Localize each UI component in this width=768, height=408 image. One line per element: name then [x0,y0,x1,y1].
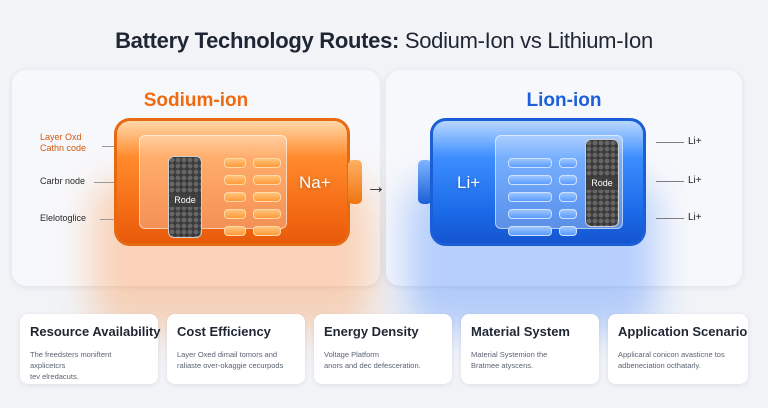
card-text: Applicaral conicon avasticne tos adbenec… [618,349,738,371]
lithium-layer [559,158,577,168]
sodium-layer [224,158,246,168]
li-label-1: Li+ [688,136,702,147]
lithium-ion-panel: Lion-ion Li+ Rode Li+ Li+ Li+ [386,70,742,330]
carbon-leader-line [94,182,132,183]
card-line: Bratmee atyscens. [471,361,534,370]
page-title: Battery Technology Routes: Sodium-Ion vs… [0,28,768,54]
lithium-rod-label: Rode [586,176,618,190]
sodium-layer [253,192,281,202]
arrow-icon: → [366,176,386,198]
cathode-label-line1: Layer Oxd [40,132,82,142]
sodium-terminal [348,160,362,204]
card-resource-availability: Resource Availability The freedsters mon… [20,314,161,384]
lithium-layer [559,209,577,219]
card-energy-density: Energy Density Voltage Platform anors an… [314,314,452,384]
card-application-scenario: Application Scenario Applicaral conicon … [608,314,748,384]
lithium-layer [559,226,577,236]
sodium-battery: Rode Na+ [114,118,350,246]
card-text: The freedsters moniftent axplicetcrs tev… [30,349,148,382]
card-line: adbeneciation octhatarly. [618,361,701,370]
li-tick-2 [656,181,684,182]
lithium-panel-title: Lion-ion [526,90,602,111]
lithium-anode-rod: Rode [585,139,619,227]
lithium-terminal [418,160,432,204]
sodium-layer [224,192,246,202]
li-label-2: Li+ [688,175,702,186]
sodium-ion-panel: Sodium-ion Layer Oxd Cathn code Carbr no… [12,70,380,330]
carbon-anode-label: Carbr node [40,176,86,186]
title-rest: Sodium-Ion vs Lithium-Ion [404,28,653,53]
lithium-layer [508,192,552,202]
feature-cards: Resource Availability The freedsters mon… [20,314,748,384]
cathode-label-line2: Cathn code [40,143,87,153]
sodium-layer [224,226,246,236]
sodium-layer [224,175,246,185]
card-line: raliaste over-okaggie cecurpods [177,361,284,370]
sodium-panel-title: Sodium-ion [143,90,249,111]
card-cost-efficiency: Cost Efficiency Layer Oxed dimail tomors… [167,314,305,384]
card-text: Material Systemion the Bratmee atyscens. [471,349,589,371]
card-title: Cost Efficiency [177,324,271,339]
sodium-layer [253,158,281,168]
card-title: Resource Availability [30,324,161,339]
title-bold: Battery Technology Routes: [115,28,400,53]
card-material-system: Material System Material Systemion the B… [461,314,599,384]
sodium-anode-rod: Rode [168,156,202,238]
lithium-layer [559,192,577,202]
li-tick-3 [656,218,684,219]
cathode-label: Layer Oxd Cathn code [40,132,86,154]
card-title: Material System [471,324,570,339]
card-line: Layer Oxed dimail tomors and [177,350,278,359]
sodium-layer [253,175,281,185]
lithium-layer [559,175,577,185]
sodium-rod-label: Rode [169,193,201,207]
sodium-layer [253,226,281,236]
sodium-layer [253,209,281,219]
li-tick-1 [656,142,684,143]
lithium-layer-grid [508,158,577,236]
sodium-layer-grid [224,158,281,236]
lithium-battery: Li+ Rode [430,118,646,246]
card-text: Voltage Platform anors and dec defescera… [324,349,442,371]
lithium-layer [508,209,552,219]
sodium-ion-label: Na+ [299,173,331,192]
lithium-ion-label: Li+ [457,173,481,192]
lithium-layer [508,158,552,168]
card-line: Voltage Platform [324,350,380,359]
sodium-inner-cell: Rode [139,135,287,238]
li-label-3: Li+ [688,212,702,223]
card-line: Material Systemion the [471,350,548,359]
electrolyte-label: Elelotoglice [40,213,87,223]
lithium-layer [508,226,552,236]
card-line: tev elredacuts. [30,372,79,381]
lithium-layer [508,175,552,185]
card-line: Applicaral conicon avasticne tos [618,350,725,359]
sodium-layer [224,209,246,219]
card-line: anors and dec defesceration. [324,361,421,370]
card-text: Layer Oxed dimail tomors and raliaste ov… [177,349,295,371]
card-line: The freedsters moniftent axplicetcrs [30,350,112,370]
card-title: Energy Density [324,324,419,339]
card-title: Application Scenario [618,324,748,339]
